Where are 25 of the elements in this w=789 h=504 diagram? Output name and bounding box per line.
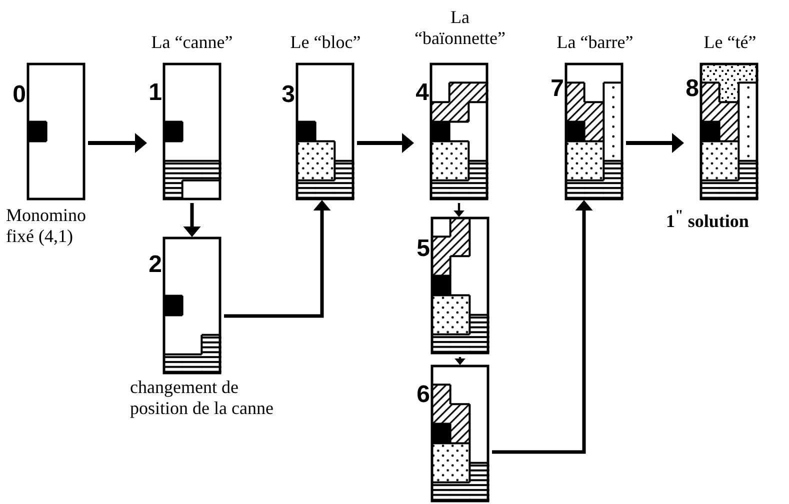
arrow — [183, 203, 201, 237]
step-number: 3 — [280, 83, 295, 107]
arrow — [88, 133, 147, 153]
step-number: 0 — [12, 83, 26, 107]
node-label: La “barre” — [556, 32, 634, 53]
node-label: La “baïonnette” — [414, 7, 506, 48]
node-label: 1$^{"}$ solution — [666, 208, 750, 232]
arrow — [626, 133, 684, 153]
step-number: 8 — [684, 77, 699, 101]
node-label: Le “té” — [702, 32, 758, 53]
node-label: Le “bloc” — [289, 32, 362, 53]
step-number: 1 — [148, 81, 162, 105]
step-number: 7 — [550, 77, 564, 101]
step-number: 6 — [416, 383, 430, 407]
arrow — [357, 133, 414, 153]
arrow — [454, 357, 466, 365]
step-number: 2 — [148, 253, 162, 277]
node-label: La “canne” — [150, 32, 234, 53]
step-number: 5 — [416, 237, 430, 261]
step-number: 4 — [414, 81, 429, 105]
arrow — [224, 200, 331, 318]
node-label: changement de position de la canne — [130, 377, 274, 418]
arrow — [454, 203, 464, 217]
arrow — [492, 200, 593, 454]
node-label: Monomino fixé (4,1) — [6, 205, 88, 246]
